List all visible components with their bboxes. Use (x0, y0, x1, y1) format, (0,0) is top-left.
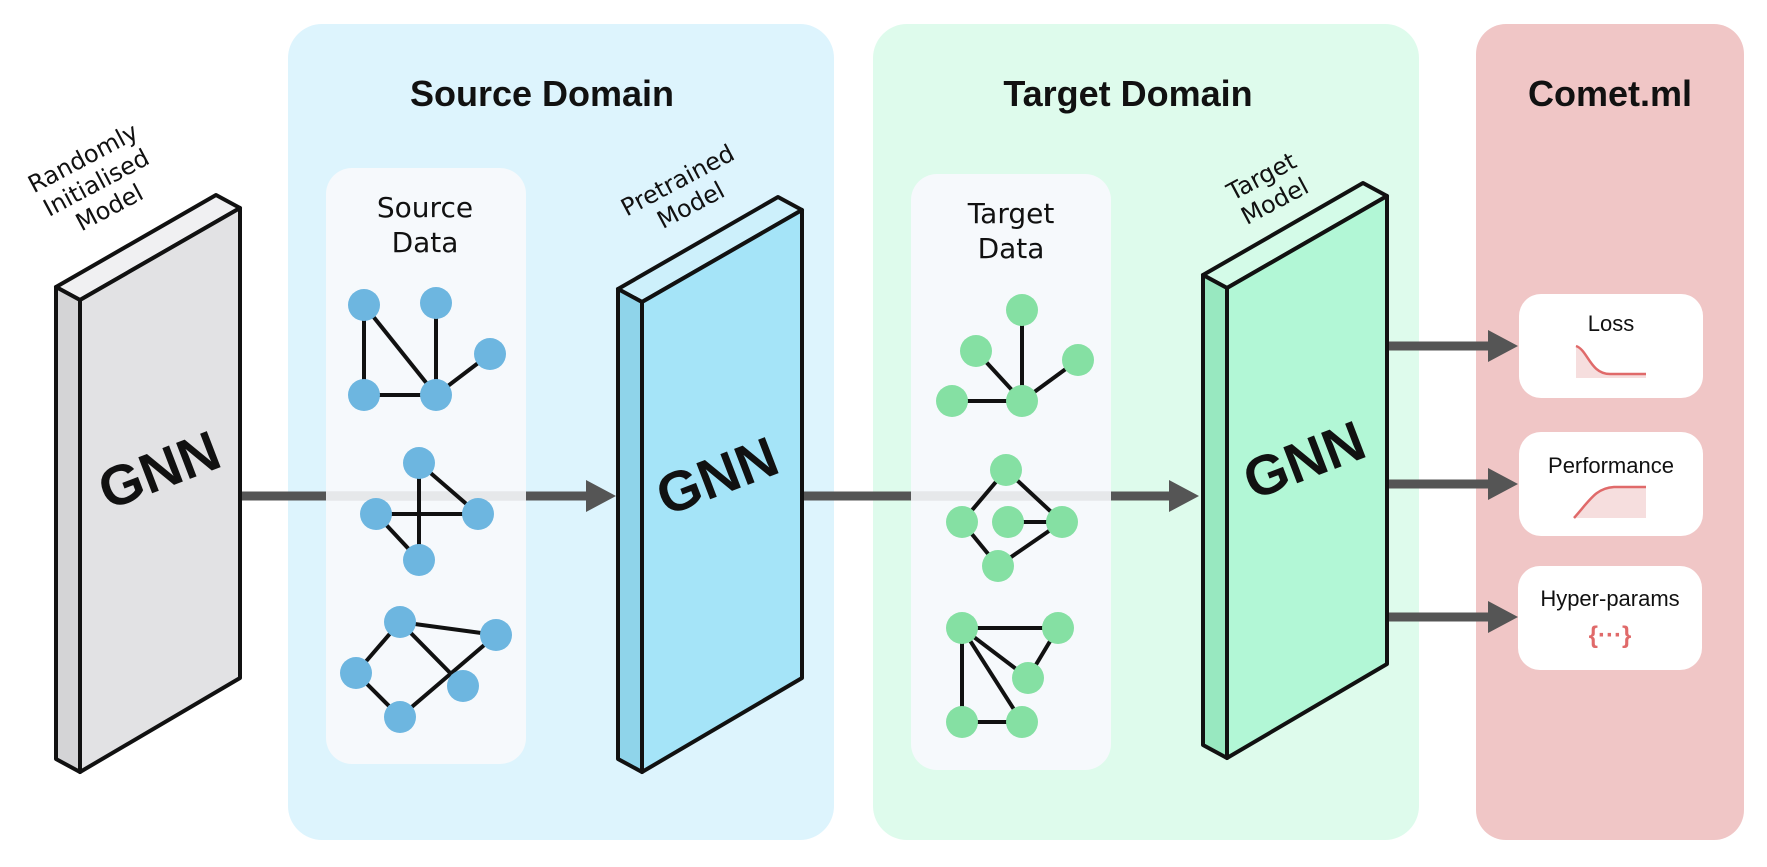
comet-arrows (1389, 330, 1518, 633)
target-data-title-line-1: Target (967, 197, 1055, 230)
arrowhead-random-to-pretrained (586, 480, 616, 512)
metric-hyperparams-label: Hyper-params (1540, 586, 1679, 611)
loss-curve-icon (1575, 344, 1646, 378)
source-data-title-line-2: Data (392, 226, 459, 259)
random-model-slab (54, 193, 242, 774)
target-model-slab (1201, 181, 1389, 760)
metric-loss-card[interactable]: Loss (1519, 294, 1703, 398)
comet-title: Comet.ml (1528, 73, 1692, 114)
metric-performance-card[interactable]: Performance (1519, 432, 1703, 536)
source-graph-nodes (340, 287, 512, 733)
performance-curve-icon (1573, 485, 1646, 519)
metric-hyperparams-card[interactable]: Hyper-params {···} (1518, 566, 1702, 670)
source-data-title-line-1: Source (377, 191, 473, 224)
arrowhead-pretrained-to-target (1169, 480, 1199, 512)
random-model-label: Randomly Initialised Model (23, 118, 153, 237)
metric-performance-label: Performance (1548, 453, 1674, 478)
source-domain-title: Source Domain (410, 73, 674, 114)
pretrained-model-slab (616, 195, 804, 774)
braces-ellipsis-icon: {···} (1589, 622, 1632, 649)
target-data-title-line-2: Data (978, 232, 1045, 265)
metric-loss-label: Loss (1588, 311, 1634, 336)
target-graph-nodes (936, 294, 1094, 738)
target-domain-title: Target Domain (1003, 73, 1252, 114)
